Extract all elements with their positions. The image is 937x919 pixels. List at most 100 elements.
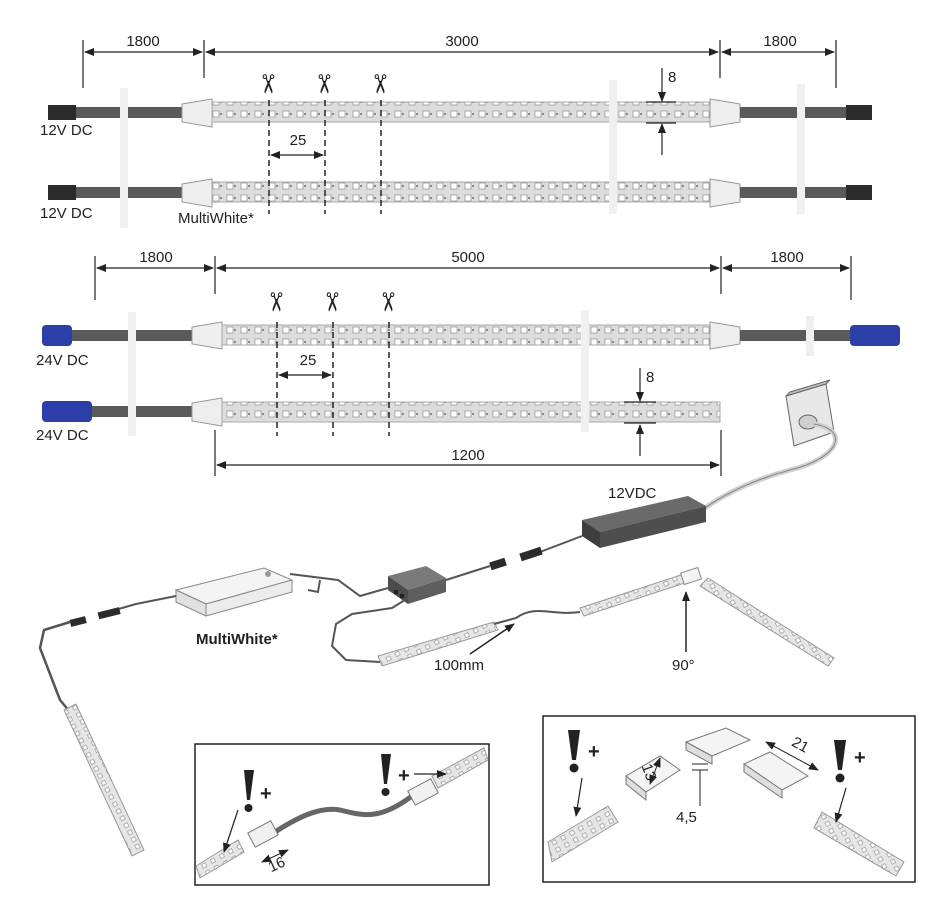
mid-short-dimension bbox=[214, 430, 722, 476]
led-strip-top bbox=[579, 571, 695, 617]
mid-cut-lines bbox=[276, 322, 390, 436]
dim-line bbox=[649, 757, 661, 785]
plug-icon bbox=[69, 616, 87, 627]
connector-right bbox=[846, 105, 872, 120]
scissors-icon: ✂ bbox=[253, 73, 283, 95]
scissors-icon: ✂ bbox=[317, 291, 347, 313]
scissors-icon: ✂ bbox=[373, 291, 403, 313]
mid-scissors: ✂ ✂ ✂ bbox=[261, 291, 403, 313]
plug-icon bbox=[97, 607, 121, 620]
led-strip-right-piece bbox=[813, 811, 905, 877]
cable-right bbox=[740, 330, 855, 341]
attention-icon bbox=[244, 770, 254, 812]
connector-blue-right bbox=[850, 325, 900, 346]
assembly-illustration: 12VDC MultiWhite* bbox=[38, 379, 838, 857]
top-multiwhite-label: MultiWhite* bbox=[178, 210, 254, 227]
mid-voltage-label-2: 24V DC bbox=[36, 427, 89, 444]
corner-connector bbox=[679, 566, 703, 586]
detail-right-dim-21: 21 bbox=[789, 734, 812, 757]
top-dimension-lines bbox=[82, 40, 837, 88]
mid-dim-left: 1800 bbox=[139, 249, 172, 266]
top-voltage-label-2: 12V DC bbox=[40, 205, 93, 222]
corner-connector bbox=[684, 727, 752, 765]
led-strip-left-piece bbox=[547, 805, 619, 863]
top-strip-2 bbox=[48, 178, 872, 208]
connection-cable bbox=[270, 793, 414, 837]
top-dim-left: 1800 bbox=[126, 33, 159, 50]
pointer-arrow bbox=[223, 809, 239, 853]
dim-line bbox=[261, 849, 289, 863]
cable-right bbox=[740, 187, 872, 198]
mid-width-indicator bbox=[624, 368, 656, 456]
plus-sign-right: + bbox=[398, 765, 410, 787]
attention-icon bbox=[568, 730, 580, 773]
mid-strip-1 bbox=[42, 321, 900, 350]
end-cap-left bbox=[181, 98, 213, 128]
top-strip-1 bbox=[48, 98, 872, 128]
led-strip-diagonal-left bbox=[63, 703, 145, 857]
end-cap-right bbox=[709, 321, 741, 350]
mid-dimension-lines bbox=[94, 256, 852, 300]
attention-icon bbox=[381, 754, 391, 796]
end-cap-left bbox=[191, 397, 223, 427]
end-cap-right bbox=[709, 178, 741, 208]
mid-diagram: 1800 5000 1800 bbox=[36, 249, 900, 476]
mid-dim-middle: 5000 bbox=[451, 249, 484, 266]
power-supply bbox=[582, 496, 706, 548]
top-break-marks bbox=[120, 80, 805, 228]
wall-socket bbox=[785, 379, 835, 447]
plug-icon bbox=[519, 546, 543, 562]
clip-connector-right bbox=[407, 778, 439, 806]
cable-length-arrow bbox=[469, 623, 515, 655]
top-dim-middle: 3000 bbox=[445, 33, 478, 50]
mid-break-marks bbox=[128, 310, 814, 436]
led-strip bbox=[221, 324, 711, 346]
mid-width-label: 8 bbox=[646, 369, 654, 386]
plus-sign-left: + bbox=[588, 741, 600, 763]
psu-label: 12VDC bbox=[608, 485, 657, 502]
scissors-icon: ✂ bbox=[261, 291, 291, 313]
gap-indicator bbox=[692, 763, 708, 806]
connector-left bbox=[48, 185, 76, 200]
mid-pitch-label: 25 bbox=[300, 352, 317, 369]
top-scissors: ✂ ✂ ✂ bbox=[253, 73, 395, 95]
mid-short-length-label: 1200 bbox=[451, 447, 484, 464]
connector-left bbox=[48, 105, 76, 120]
end-cap-left bbox=[191, 321, 223, 350]
clip-connector-right bbox=[742, 751, 809, 799]
scissors-icon: ✂ bbox=[365, 73, 395, 95]
top-voltage-label-1: 12V DC bbox=[40, 122, 93, 139]
clip-connector-left bbox=[247, 820, 279, 848]
connector-blue-left bbox=[42, 401, 92, 422]
detail-right-panel: + + 13 4,5 21 bbox=[542, 715, 916, 883]
distributor-box bbox=[388, 566, 446, 604]
end-cap-right bbox=[709, 98, 741, 128]
top-dim-right: 1800 bbox=[763, 33, 796, 50]
dim-line bbox=[765, 741, 819, 771]
angle-label: 90° bbox=[672, 657, 695, 674]
detail-left-dim: 16 bbox=[266, 854, 288, 876]
detail-right-dim-13: 13 bbox=[638, 761, 660, 782]
top-cut-lines bbox=[268, 100, 382, 214]
mid-dim-right: 1800 bbox=[770, 249, 803, 266]
led-strip-right-piece bbox=[431, 747, 489, 789]
pointer-arrow bbox=[573, 777, 583, 817]
attention-icon bbox=[834, 740, 846, 783]
plus-sign-left: + bbox=[260, 783, 272, 805]
led-strip bbox=[211, 181, 711, 203]
plug-icon bbox=[489, 557, 507, 571]
top-diagram: 1800 3000 1800 bbox=[40, 33, 872, 228]
plus-sign-right: + bbox=[854, 747, 866, 769]
pointer-arrow bbox=[834, 787, 847, 823]
multiwhite-label: MultiWhite* bbox=[196, 631, 278, 648]
led-strip bbox=[221, 401, 721, 423]
top-width-indicator bbox=[646, 68, 676, 155]
led-strip bbox=[211, 101, 711, 123]
connector-right bbox=[846, 185, 872, 200]
connector-blue-left bbox=[42, 325, 72, 346]
cable-right bbox=[740, 107, 872, 118]
top-width-label: 8 bbox=[668, 69, 676, 86]
led-strip-bottom bbox=[377, 621, 499, 667]
mid-strip-2 bbox=[42, 397, 721, 427]
